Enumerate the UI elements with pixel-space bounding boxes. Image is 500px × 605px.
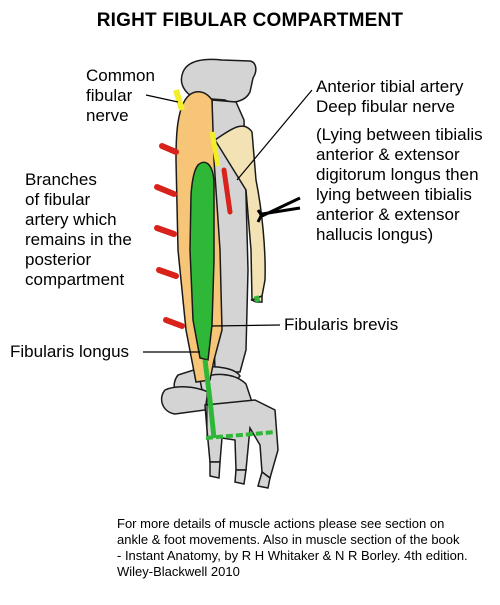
artery-branch-5 — [163, 317, 185, 329]
artery-branch-1 — [159, 143, 179, 155]
fibular-retinaculum — [205, 430, 277, 440]
label-lying-between: (Lying between tibialis anterior & exten… — [316, 125, 483, 244]
leader-fibularis-brevis — [211, 324, 281, 327]
label-branches-fibular-artery: Branches of fibular artery which remains… — [25, 170, 132, 289]
artery-branch-3 — [154, 225, 177, 237]
heel-bone — [160, 386, 209, 415]
footnote: For more details of muscle actions pleas… — [117, 516, 468, 579]
page-title: RIGHT FIBULAR COMPARTMENT — [96, 10, 404, 31]
fibularis-brevis-muscle — [189, 161, 215, 361]
nerve-artery-stub — [256, 196, 301, 223]
leader-common-fibular — [145, 94, 179, 103]
anterior-tibial-artery — [221, 167, 233, 215]
leader-anterior-tibial — [236, 89, 313, 181]
artery-branch-2 — [154, 184, 177, 197]
toe-tendon-mark — [253, 295, 261, 303]
label-fibularis-brevis: Fibularis brevis — [284, 315, 399, 334]
artery-branch-4 — [156, 267, 179, 279]
label-common-fibular-nerve: Common fibular nerve — [86, 66, 155, 125]
label-anterior-tibial-artery: Anterior tibial artery Deep fibular nerv… — [316, 77, 464, 116]
brevis-tendon — [202, 359, 217, 439]
extensor-muscle — [213, 125, 266, 302]
leader-lines — [143, 89, 313, 353]
label-fibularis-longus: Fibularis longus — [10, 342, 130, 361]
fibular-artery-branches — [154, 143, 185, 329]
nerve-branch — [209, 131, 221, 167]
toes — [209, 461, 271, 489]
common-fibular-nerve — [173, 89, 185, 111]
